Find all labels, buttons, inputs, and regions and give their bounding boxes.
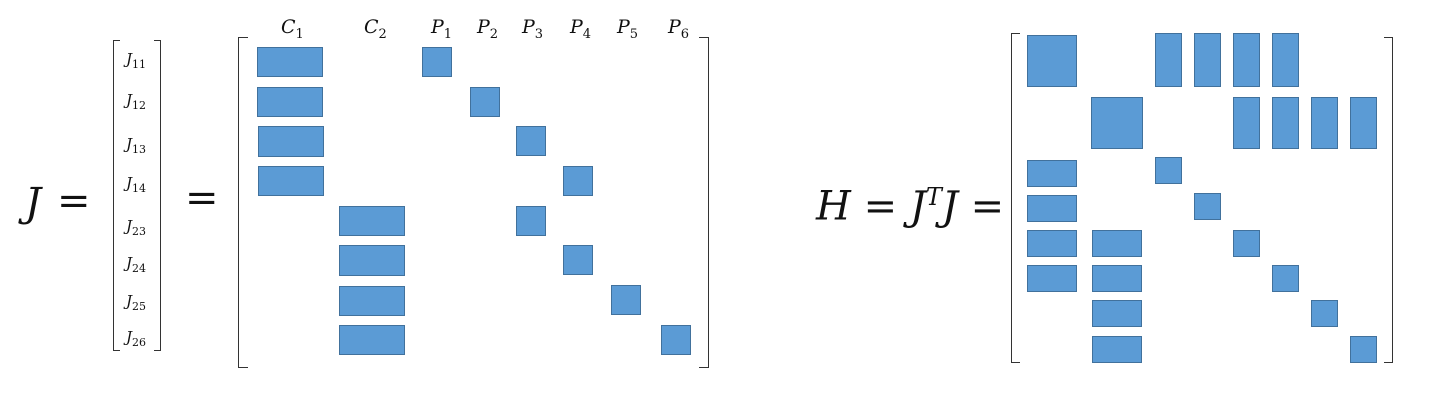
hessian-left-bracket <box>1011 33 1020 363</box>
vector-right-bracket <box>154 40 161 351</box>
j-symbol-2: J <box>941 183 958 230</box>
hessian-block <box>1155 157 1182 184</box>
hessian-block <box>1272 33 1299 87</box>
hessian-block <box>1311 300 1338 327</box>
vector-entry: J23 <box>126 217 147 238</box>
jacobian-block <box>339 325 405 355</box>
column-label: P1 <box>431 16 453 42</box>
hessian-block <box>1155 33 1182 87</box>
column-label: P2 <box>477 16 499 42</box>
jacobian-block <box>563 166 593 196</box>
vector-entry: J24 <box>126 254 147 275</box>
hessian-block <box>1027 35 1077 87</box>
hessian-block <box>1272 265 1299 292</box>
jacobian-block <box>258 126 324 157</box>
hessian-block <box>1027 160 1077 187</box>
hessian-block <box>1233 97 1260 149</box>
equals-sign-4: = <box>970 183 1005 230</box>
hessian-block <box>1092 300 1142 327</box>
column-label: P6 <box>668 16 690 42</box>
hessian-block <box>1272 97 1299 149</box>
equals-sign-2: = <box>185 175 219 221</box>
transpose-superscript: T <box>925 183 942 211</box>
hessian-block <box>1092 230 1142 257</box>
hessian-equation: H = JTJ = <box>816 185 1004 226</box>
column-label: P5 <box>617 16 639 42</box>
hessian-block <box>1027 195 1077 222</box>
column-label: P4 <box>570 16 592 42</box>
vector-entry: J13 <box>126 135 147 156</box>
hessian-block <box>1194 33 1221 87</box>
h-symbol: H <box>816 183 851 230</box>
jacobian-block <box>661 325 691 355</box>
hessian-block <box>1091 97 1143 149</box>
jacobian-block <box>516 206 546 236</box>
jacobian-block <box>611 285 641 315</box>
hessian-right-bracket <box>1384 37 1393 363</box>
hessian-block <box>1350 336 1377 363</box>
column-label: P3 <box>522 16 544 42</box>
j-symbol: J <box>25 180 42 226</box>
vector-entry: J26 <box>126 328 147 349</box>
jacobian-block <box>339 245 405 276</box>
jacobian-block <box>257 87 323 117</box>
hessian-block <box>1350 97 1377 149</box>
hessian-block <box>1027 230 1077 257</box>
hessian-block <box>1027 265 1077 292</box>
jacobian-block <box>257 47 323 77</box>
vector-entry: J25 <box>126 292 147 313</box>
vector-entry: J12 <box>126 91 147 112</box>
jacobian-block <box>339 206 405 236</box>
hessian-block <box>1233 230 1260 257</box>
hessian-block <box>1233 33 1260 87</box>
vector-entry: J14 <box>126 174 147 195</box>
jacobian-block <box>470 87 500 117</box>
jacobian-block <box>516 126 546 156</box>
j-transpose-symbol: J <box>909 183 926 230</box>
hessian-block <box>1092 336 1142 363</box>
vector-entry: J11 <box>126 50 147 71</box>
jacobian-right-bracket <box>699 37 709 368</box>
hessian-block <box>1311 97 1338 149</box>
column-label: C2 <box>364 16 387 42</box>
equals-sign-1: = <box>57 178 91 224</box>
jacobian-block <box>563 245 593 275</box>
hessian-block <box>1194 193 1221 220</box>
vector-left-bracket <box>113 40 120 351</box>
jacobian-block <box>422 47 452 77</box>
hessian-block <box>1092 265 1142 292</box>
jacobian-block <box>258 166 324 196</box>
column-label: C1 <box>281 16 304 42</box>
equals-sign-3: = <box>863 183 898 230</box>
jacobian-block <box>339 286 405 316</box>
jacobian-left-bracket <box>238 37 248 368</box>
